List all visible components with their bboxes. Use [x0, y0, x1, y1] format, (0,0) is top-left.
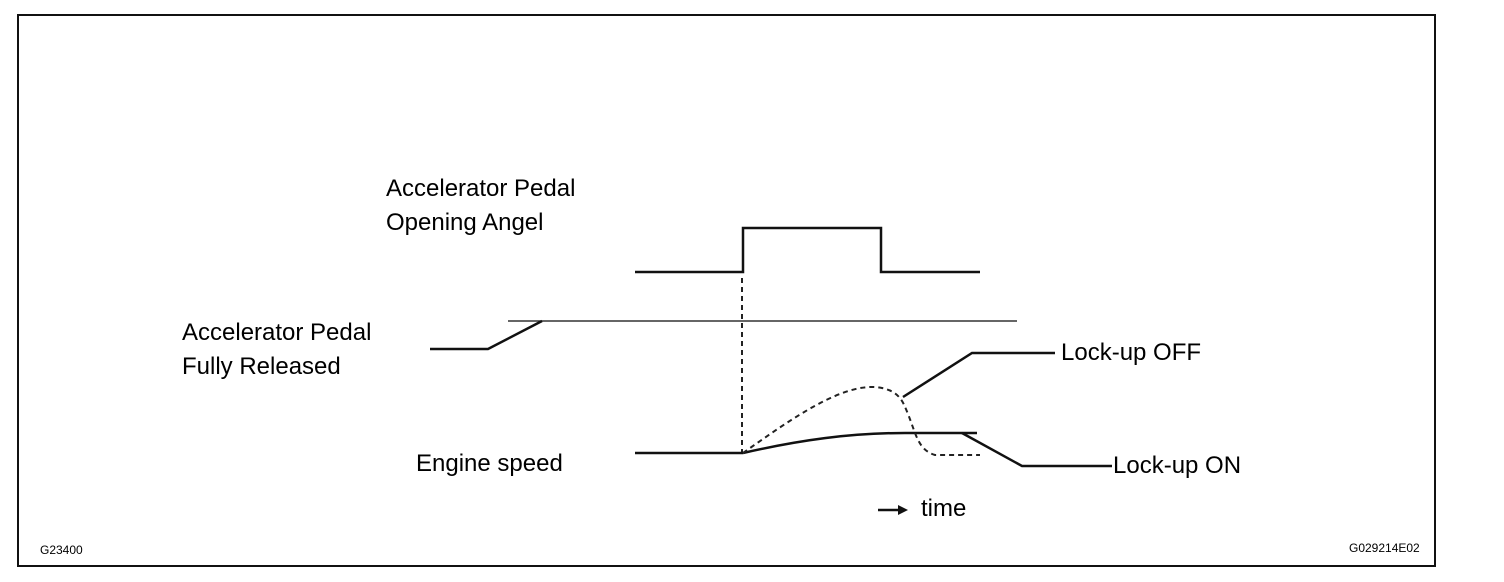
lockup-off-curve: [742, 385, 980, 456]
figure-code-left: G23400: [40, 543, 83, 557]
lockup-on-leader: [961, 431, 1112, 468]
figure-code-right: G029214E02: [1349, 541, 1420, 555]
pedal-angle-label: Accelerator Pedal Opening Angel: [386, 175, 576, 236]
time-label: time: [921, 495, 967, 522]
lockup-off-leader: [902, 351, 1055, 399]
lockup-off-label: Lock-up OFF: [1061, 339, 1202, 366]
diagram-frame: [17, 14, 1436, 567]
engine-speed-label: Engine speed: [416, 450, 563, 477]
lockup-on-label: Lock-up ON: [1113, 452, 1242, 479]
pedal-angle-trace: [635, 226, 980, 274]
released-label: Accelerator Pedal Fully Released: [182, 319, 372, 380]
time-arrow-head: [898, 505, 908, 515]
released-leader-line: [430, 319, 543, 351]
lockup-on-curve: [742, 431, 977, 455]
